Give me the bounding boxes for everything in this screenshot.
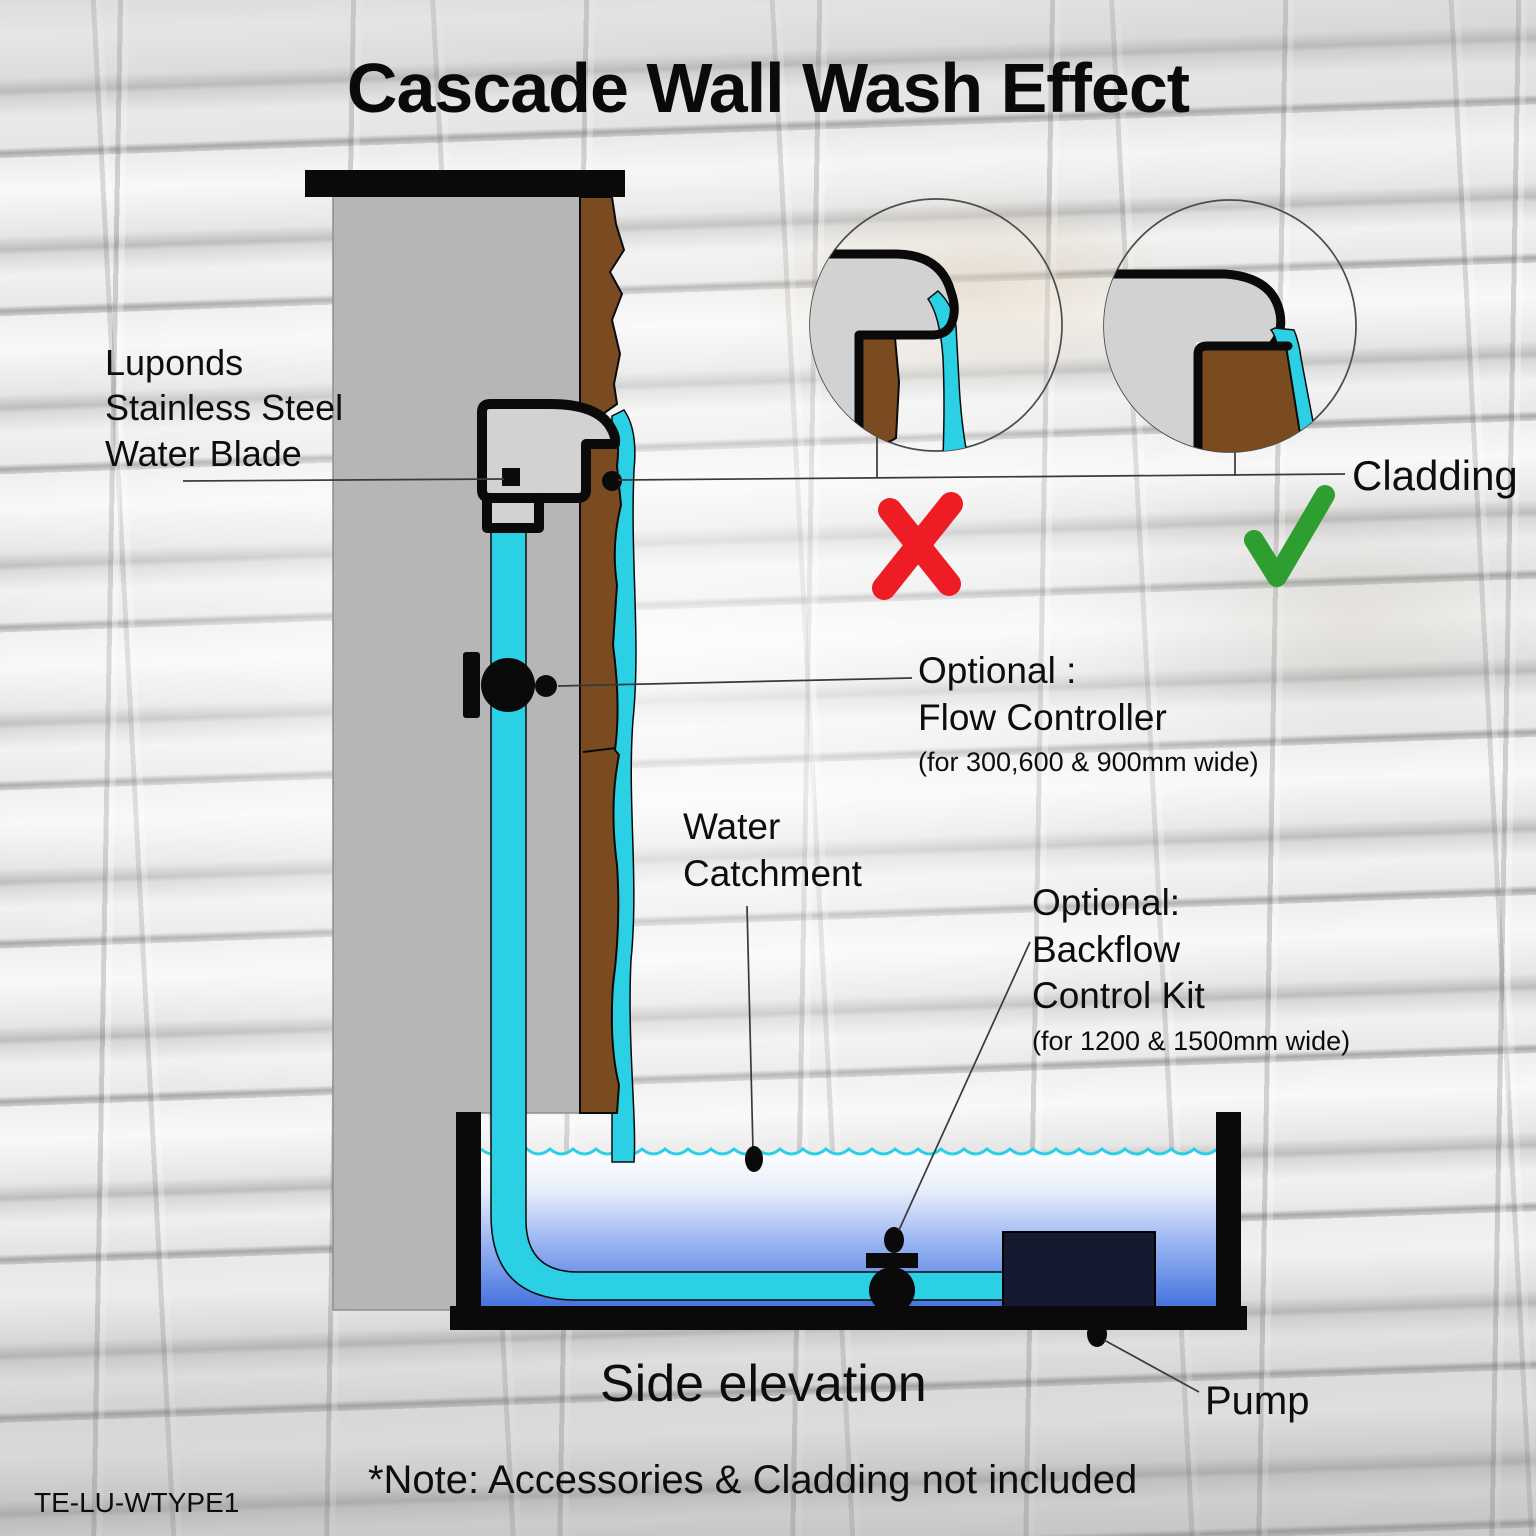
water-catchment-label: Water Catchment <box>683 804 862 897</box>
blade-leader-square <box>502 468 520 486</box>
backflow-label: Optional: Backflow Control Kit (for 1200… <box>1032 880 1350 1058</box>
backflow-size-note: (for 1200 & 1500mm wide) <box>1032 1025 1351 1056</box>
cladding-label: Cladding <box>1352 452 1518 499</box>
leader-dot <box>884 1227 904 1253</box>
pump <box>1002 1231 1156 1309</box>
leader-flow-controller <box>557 677 913 687</box>
valve-t-handle <box>866 1253 918 1268</box>
flow-controller-valve <box>463 652 557 718</box>
side-elevation-label: Side elevation <box>600 1355 927 1413</box>
tank-bottom <box>450 1306 1247 1330</box>
side-elevation-drawing <box>305 170 1247 1330</box>
valve-body <box>869 1267 915 1313</box>
leader-pump <box>1103 1339 1200 1393</box>
flow-controller-label-line2: Flow Controller <box>918 696 1167 738</box>
cladding-joint-line <box>582 747 617 753</box>
tank-left-wall <box>456 1112 481 1324</box>
tank-right-wall <box>1216 1112 1241 1324</box>
leader-dot <box>535 675 557 697</box>
cladding-upper <box>579 196 626 417</box>
cladding-detached <box>860 337 901 446</box>
pump-label: Pump <box>1205 1379 1310 1423</box>
drawing-code: TE-LU-WTYPE1 <box>34 1487 240 1518</box>
water-catchment-label-line2: Catchment <box>683 852 862 894</box>
detail-correct-content <box>1104 269 1319 452</box>
water-catchment-label-line1: Water <box>683 806 781 847</box>
falling-water-sheet <box>611 409 637 1163</box>
backflow-valve <box>866 1227 918 1313</box>
diagram-title: Cascade Wall Wash Effect <box>346 49 1190 127</box>
cladding-flush-outline <box>1193 341 1293 452</box>
water-blade-label-line1: Luponds <box>105 342 244 383</box>
blade-outlet-connector <box>482 493 544 533</box>
backflow-label-line1: Optional: <box>1032 882 1181 923</box>
catchment-tank <box>450 1112 1247 1330</box>
blade-section-outline <box>810 249 959 451</box>
valve-body <box>481 658 535 712</box>
leader-water-catchment <box>746 905 754 1151</box>
leader-water-blade <box>182 478 505 482</box>
water-blade-label: Luponds Stainless Steel Water Blade <box>105 340 343 476</box>
catchment-leader-dot <box>745 1146 763 1172</box>
backflow-label-line2: Backflow <box>1032 928 1181 970</box>
wall-cap <box>305 170 625 197</box>
blade-section-gray <box>810 250 955 451</box>
footer-note: *Note: Accessories & Cladding not includ… <box>367 1458 1138 1502</box>
x-mark-icon <box>872 492 963 600</box>
water-surface-wave <box>480 1147 1218 1156</box>
cladding-leader-dot <box>602 471 622 491</box>
leader-cladding-horizontal <box>617 473 1346 481</box>
backflow-label-line3: Control Kit <box>1032 975 1205 1017</box>
flow-controller-size-note: (for 300,600 & 900mm wide) <box>918 747 1259 778</box>
flow-controller-label: Optional : Flow Controller (for 300,600 … <box>918 648 1259 779</box>
water-blade-label-line2: Stainless Steel <box>105 387 344 429</box>
check-mark-icon <box>1244 485 1335 587</box>
leader-backflow <box>898 941 1031 1231</box>
valve-handle <box>463 652 480 718</box>
blade-section-gray <box>1104 270 1280 452</box>
supply-pipe <box>490 527 1006 1301</box>
water-blade-label-line3: Water Blade <box>105 432 302 474</box>
cladding-flush <box>1199 345 1304 452</box>
leader-lines <box>182 436 1346 1393</box>
pump-leader-dot <box>1087 1321 1107 1347</box>
flow-controller-label-line1: Optional : <box>918 650 1077 691</box>
cladding-lower <box>579 422 623 1114</box>
